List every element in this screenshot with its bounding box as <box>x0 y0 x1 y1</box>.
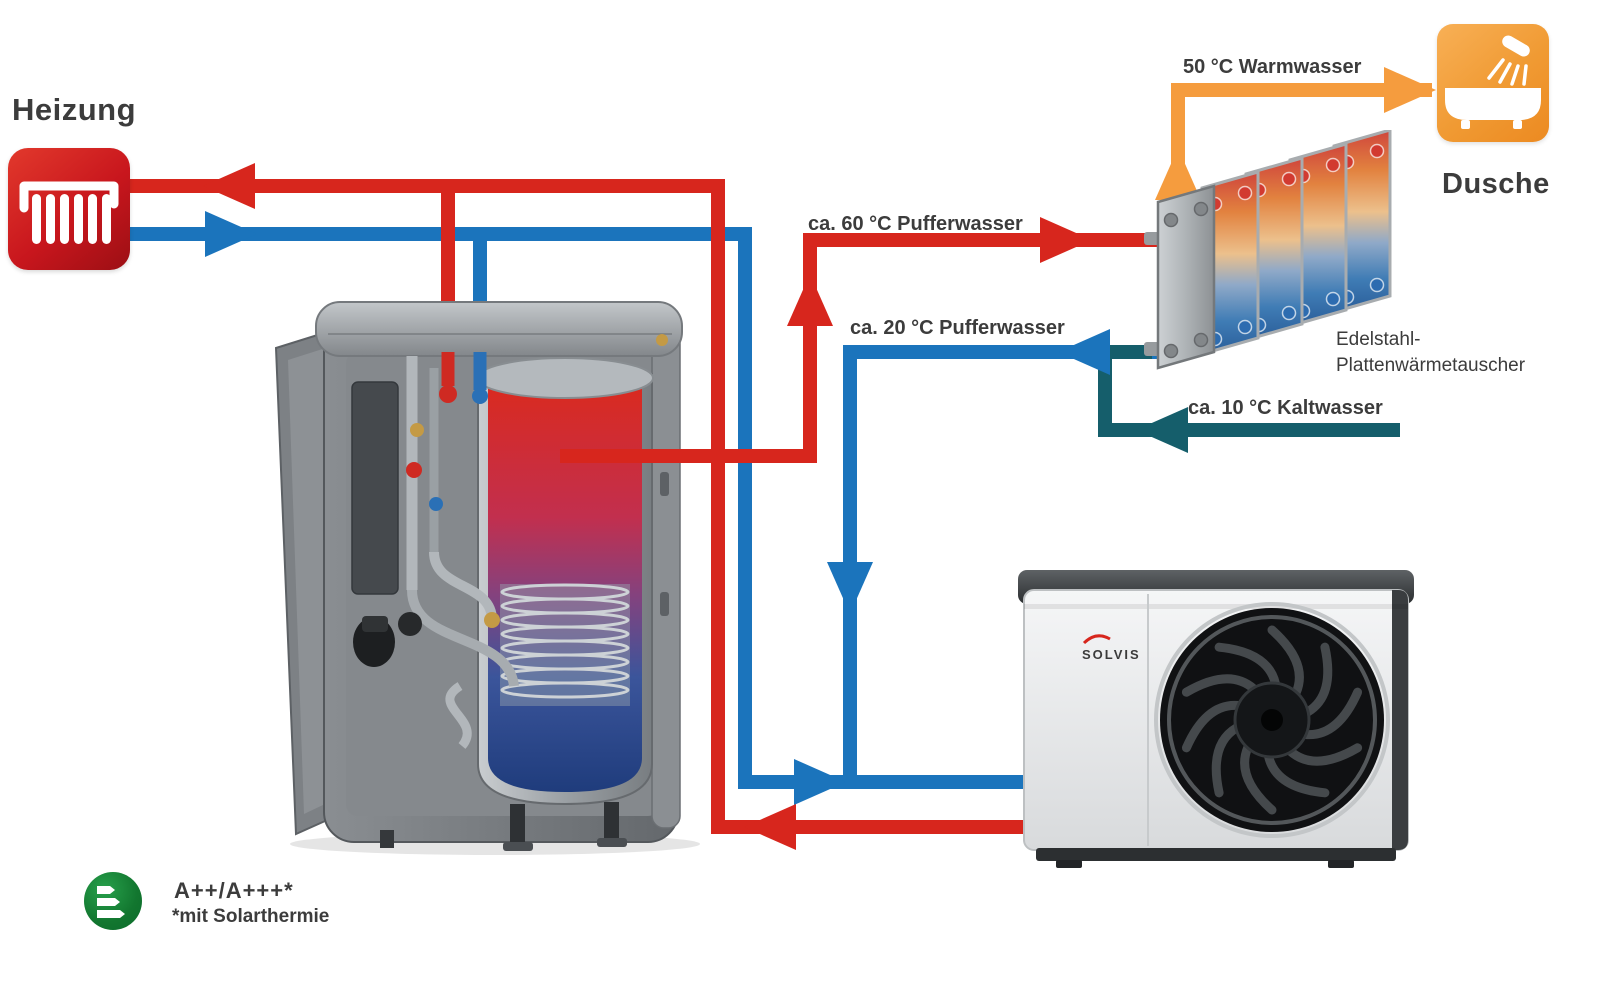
energy-label-icon <box>97 886 125 918</box>
brass-fitting <box>484 612 500 628</box>
brass-fitting <box>410 423 424 437</box>
heat-pump-top-shadow <box>1024 604 1408 609</box>
kaltwasser-label: ca. 10 °C Kaltwasser <box>1188 397 1383 419</box>
heat-exchanger-label: Edelstahl- Plattenwärmetauscher <box>1336 327 1525 379</box>
flow-arrow-pufferwasser-cold-left <box>1058 329 1110 375</box>
valve-red <box>439 385 457 403</box>
tank-corrugated-coil <box>500 583 630 706</box>
dusche-label: Dusche <box>1442 168 1550 200</box>
flow-arrow-supply-to-radiator <box>203 163 255 209</box>
tank-stratification <box>488 382 642 792</box>
solvis-logo-arc <box>1082 634 1111 645</box>
valve-red <box>406 462 422 478</box>
exchanger-front-plate <box>1144 184 1216 370</box>
pipe-heating-supply-red <box>120 179 1034 834</box>
pipe-kaltwasser <box>1098 345 1400 437</box>
heat-exchanger-label-line1: Edelstahl- <box>1336 329 1421 350</box>
pufferwasser-hot-label: ca. 60 °C Pufferwasser <box>808 213 1023 235</box>
tank-lid-fitting <box>656 334 668 346</box>
shower-tile <box>1437 24 1549 142</box>
heat-pump-side-panel <box>1392 590 1408 850</box>
solvis-logo: SOLVIS <box>1082 634 1141 662</box>
tank-lid <box>315 301 683 357</box>
heat-pump-foot <box>1328 860 1354 868</box>
shower-bath-icon <box>1445 35 1541 129</box>
radiator-icon <box>19 181 119 244</box>
pipe-pufferwasser-hot <box>560 233 1170 463</box>
flow-arrow-return-from-radiator <box>205 211 257 257</box>
tank-legs <box>380 802 627 851</box>
fan-rim <box>1167 615 1377 825</box>
heat-pump-illustration: SOLVIS <box>1018 570 1414 868</box>
flow-arrow-pufferwasser-hot-right <box>1040 217 1092 263</box>
energy-rating-label: A++/A+++* <box>174 878 294 903</box>
fan-hub-center <box>1261 709 1283 731</box>
heat-pump-fan-icon <box>1178 625 1366 810</box>
warmwasser-label: 50 °C Warmwasser <box>1183 56 1362 78</box>
flow-arrow-kaltwasser-left <box>1136 407 1188 453</box>
radiator-tile <box>8 148 130 270</box>
heizung-label: Heizung <box>12 92 137 127</box>
solvis-logo-text: SOLVIS <box>1082 647 1141 662</box>
buffer-tank-illustration <box>274 301 700 855</box>
flow-arrow-to-heatpump <box>794 759 846 805</box>
flow-arrow-pufferwasser-cold-down <box>827 562 873 614</box>
energy-note-label: *mit Solarthermie <box>172 906 330 927</box>
valve-blue <box>472 388 488 404</box>
tank-plumbing <box>351 352 519 749</box>
pipe-heating-return-blue <box>120 227 1034 789</box>
fan-cutout-ring <box>1154 602 1390 838</box>
heat-exchanger-label-line2: Plattenwärmetauscher <box>1336 355 1526 376</box>
valve-blue <box>429 497 443 511</box>
flow-arrow-from-heatpump <box>744 804 796 850</box>
tank-vent-slot <box>660 472 669 496</box>
plate-heat-exchanger-illustration <box>1144 130 1392 370</box>
heat-pump-base <box>1036 848 1396 861</box>
energy-badge <box>84 872 142 930</box>
flow-arrow-warmwasser-up <box>1155 148 1201 200</box>
pufferwasser-cold-label: ca. 20 °C Pufferwasser <box>850 317 1065 339</box>
tank-vent-slot <box>660 592 669 616</box>
heat-pump-foot <box>1056 860 1082 868</box>
flow-arrow-pufferwasser-hot-up <box>787 274 833 326</box>
flow-arrow-warmwasser-right <box>1384 67 1436 113</box>
